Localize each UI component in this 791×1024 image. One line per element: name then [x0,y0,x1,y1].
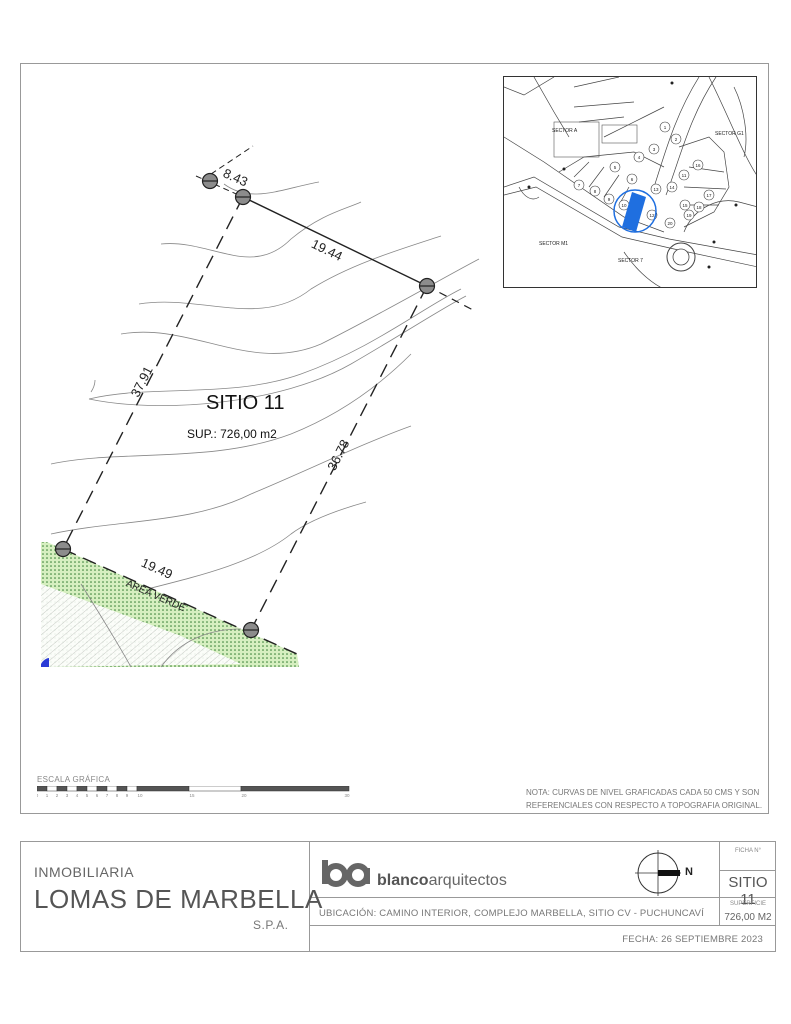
highlighted-lot [622,192,646,232]
company-suffix: S.P.A. [253,918,289,932]
inset-lot-4: 4 [638,155,641,160]
scale-tick-8: 8 [116,793,119,798]
sector-7-label: SECTOR 7 [618,258,643,264]
scale-tick-5: 5 [86,793,89,798]
architect-name-bold: blanco [377,872,429,889]
inset-lot-3: 3 [653,147,656,152]
sector-m1-label: SECTOR M1 [539,241,568,247]
superficie-label: SUPERFICIE [729,901,766,907]
inset-lot-8: 8 [594,189,597,194]
scale-tick-9: 9 [126,793,129,798]
scale-tick-1: 1 [46,793,49,798]
sector-a-label: SECTOR A [552,128,578,134]
inset-lot-7: 7 [578,183,581,188]
date-text: FECHA: 26 SEPTIEMBRE 2023 [622,934,763,945]
inset-nodes [527,81,738,269]
inset-lot-15: 15 [682,203,688,208]
dimension-top: 19.44 [309,236,345,264]
superficie-value: 726,00 M2 [724,912,772,923]
location-text: UBICACIÓN: CAMINO INTERIOR, COMPLEJO MAR… [319,908,705,919]
inset-lot-19: 19 [686,213,692,218]
ficha-value: SITIO 11 [728,874,768,908]
ficha-label: FICHA N° [734,848,762,854]
inset-lot-17: 17 [706,193,712,198]
inset-lot-18: 18 [696,205,702,210]
architect-logo-icon [322,860,370,887]
scale-tick-7: 7 [106,793,109,798]
inset-lot-12: 12 [649,213,655,218]
architect-name: blancoarquitectos [377,872,507,890]
scale-tick-10: 10 [137,793,143,798]
company-name: LOMAS DE MARBELLA [34,884,323,914]
sector-g1-label: SECTOR G1 [715,131,744,137]
drawing-frame: 8.43 19.44 37.91 36.78 19.49 AREA VERDE … [20,63,769,814]
blue-marker [41,658,49,667]
divider [309,897,775,898]
title-block: INMOBILIARIA LOMAS DE MARBELLA S.P.A. bl… [20,841,776,952]
dimension-bottom: 19.49 [139,555,175,582]
site-plan: 8.43 19.44 37.91 36.78 19.49 AREA VERDE … [41,145,480,668]
survey-points [54,172,436,639]
scale-tick-3: 3 [66,793,69,798]
lot-boundary [62,145,474,655]
inset-sector-labels: SECTOR A SECTOR G1 SECTOR M1 SECTOR 7 [539,128,744,264]
inset-lot-5: 5 [614,165,617,170]
divider [719,842,720,925]
inset-lot-13: 13 [653,187,659,192]
hatched-area [41,584,241,667]
dimension-right: 36.78 [324,437,352,473]
scale-tick-4: 4 [76,793,79,798]
north-label: N [685,866,693,878]
inset-lot-1: 1 [664,125,667,130]
inset-lot-10: 10 [621,203,627,208]
location-inset-map: 1 2 3 4 5 6 7 8 9 10 11 12 13 14 15 16 1… [503,76,757,288]
architect-name-regular: arquitectos [428,872,507,889]
inset-lot-2: 2 [675,137,678,142]
inset-lot-16: 16 [695,163,701,168]
divider [719,870,775,871]
scale-tick-20: 20 [241,793,247,798]
scale-tick-6: 6 [96,793,99,798]
road-curve-2 [160,628,242,668]
contour-note: NOTA: CURVAS DE NIVEL GRAFICADAS CADA 50… [526,788,763,810]
inset-lot-numbers: 1 2 3 4 5 6 7 8 9 10 11 12 13 14 15 16 1… [578,125,712,226]
inset-lot-6: 6 [631,177,634,182]
inset-lot-9: 9 [608,197,611,202]
highlight-circle [613,189,657,233]
dimension-top-short: 8.43 [221,165,250,189]
scale-tick-30: 30 [344,793,350,798]
inset-map-svg: 1 2 3 4 5 6 7 8 9 10 11 12 13 14 15 16 1… [504,77,756,287]
inset-lot-14: 14 [669,185,675,190]
inset-lot-circles [573,121,715,229]
graphic-scale: 0 1 2 3 4 5 6 7 8 9 10 15 20 30 [37,786,350,798]
dimension-left: 37.91 [128,364,156,400]
scale-tick-2: 2 [56,793,59,798]
road-curve [80,583,132,668]
inset-lot-20: 20 [667,221,673,226]
scale-title: ESCALA GRÁFICA [37,775,111,784]
divider [309,842,310,951]
divider [309,925,775,926]
lot-area: SUP.: 726,00 m2 [187,427,277,441]
lot-name: SITIO 11 [206,392,285,414]
scale-tick-0: 0 [37,793,39,798]
scale-tick-15: 15 [189,793,195,798]
inset-lot-11: 11 [682,173,687,178]
company-prefix: INMOBILIARIA [34,864,135,880]
north-arrow-icon [635,850,681,896]
